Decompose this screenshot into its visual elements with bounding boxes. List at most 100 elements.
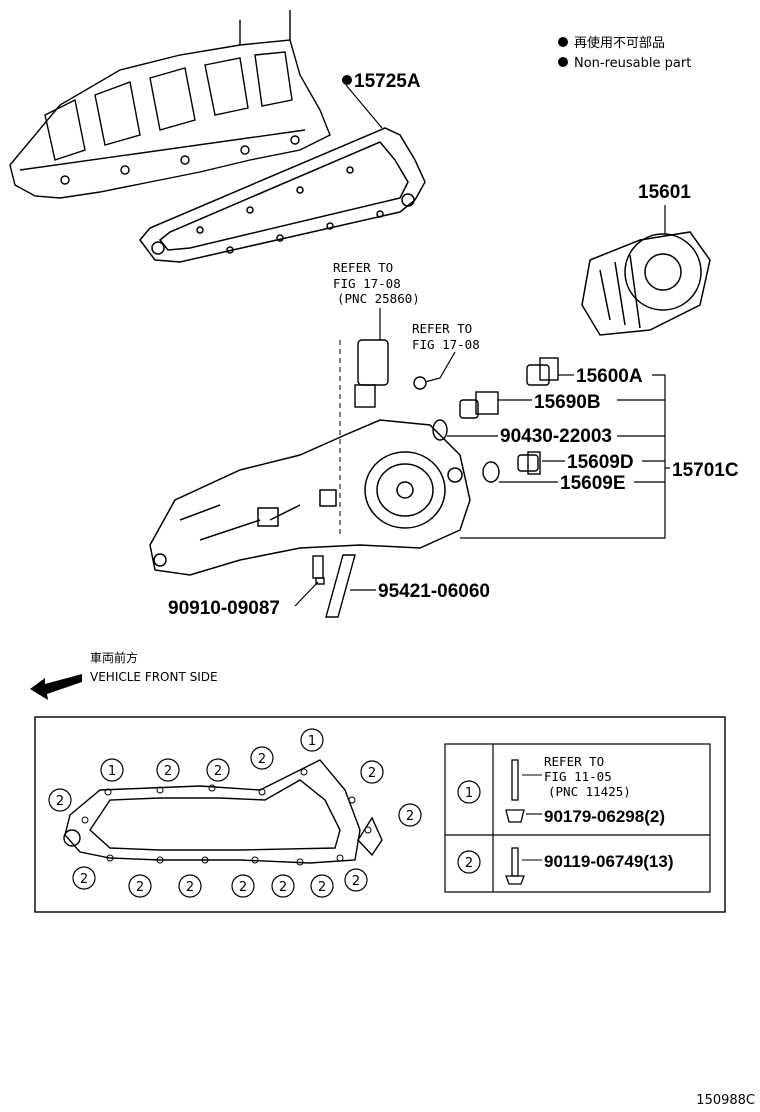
part-label-15725a: 15725A <box>354 71 421 92</box>
bolt-position-circle <box>48 788 72 812</box>
bolt-position-key: 2 <box>80 872 88 887</box>
sensor-15600a-drawing <box>526 357 559 386</box>
assembly-bracket-lines <box>460 374 670 539</box>
bolt-hole-dot <box>156 856 164 864</box>
row-key-2: 2 <box>465 856 473 871</box>
bolt-position-key: 2 <box>406 809 414 824</box>
gasket-15725a-drawing <box>139 127 426 263</box>
bolt-table <box>444 743 711 893</box>
plug-15609d-drawing <box>517 451 541 475</box>
row-key-circle <box>457 780 481 804</box>
bolt-position-key: 2 <box>56 794 64 809</box>
ref-note-3-line2: FIG 11-05 <box>544 769 612 784</box>
bolt-hole-dot <box>336 854 344 862</box>
ref-note-1-line3: (PNC 25860) <box>337 291 420 306</box>
bolt-hole-dot <box>201 856 209 864</box>
bolt-position-circle <box>300 728 324 752</box>
part-label-15609e: 15609E <box>560 473 626 494</box>
bolt-location-panel <box>34 716 726 913</box>
bolt-position-circle <box>398 803 422 827</box>
direction-jp: 車両前方 <box>90 650 138 665</box>
ref-note-3-line1: REFER TO <box>544 754 604 769</box>
leader-line <box>345 84 383 129</box>
ref-note-2-line1: REFER TO <box>412 321 472 336</box>
bolt-position-circle <box>231 874 255 898</box>
legend-en: Non-reusable part <box>574 56 691 71</box>
row-key-circle <box>457 850 481 874</box>
bolt-position-circle <box>128 874 152 898</box>
bolt-hole-dot <box>296 858 304 866</box>
bolt-hole-dot <box>156 786 164 794</box>
bolt-position-key: 2 <box>258 752 266 767</box>
stud-drawing <box>312 555 325 585</box>
bolt-drawing <box>505 759 525 885</box>
part-label-15690b: 15690B <box>534 392 601 413</box>
bolt-position-key: 2 <box>186 880 194 895</box>
bolt-position-circle <box>250 746 274 770</box>
ref-note-1-line2: FIG 17-08 <box>333 276 401 291</box>
bolt-position-circle <box>156 758 180 782</box>
leader-line <box>294 581 319 607</box>
bolt-hole-dot <box>251 856 259 864</box>
leader-line <box>424 351 456 383</box>
bolt-position-key: 2 <box>214 764 222 779</box>
bolt-position-circle <box>271 874 295 898</box>
figure-id: 150988C <box>696 1093 755 1108</box>
bolt-position-key: 2 <box>352 874 360 889</box>
bolt-hole-dot <box>81 816 89 824</box>
bolt-hole-dot <box>106 854 114 862</box>
row-part-1: 90179-06298(2) <box>544 807 665 826</box>
bolt-position-key: 2 <box>368 766 376 781</box>
front-arrow-icon <box>30 674 82 700</box>
bolt-hole-dot <box>300 768 308 776</box>
bolt-hole-dot <box>104 788 112 796</box>
non-reusable-bullet-icon <box>558 57 568 67</box>
bolt-position-key: 1 <box>308 734 316 749</box>
row-key-1: 1 <box>465 786 473 801</box>
bolt-hole-dot <box>348 796 356 804</box>
ref-note-1-line1: REFER TO <box>333 260 393 275</box>
direction-en: VEHICLE FRONT SIDE <box>90 670 218 684</box>
gasket-ring-drawing <box>482 461 500 483</box>
bolt-position-key: 2 <box>136 880 144 895</box>
bolt-position-circle <box>344 868 368 892</box>
bolt-position-key: 1 <box>108 764 116 779</box>
bolt-position-markers: 1 2 2 2 1 2 2 2 2 2 2 2 2 2 2 <box>48 728 422 898</box>
switch-15690b-drawing <box>459 391 499 419</box>
bolt-position-circle <box>72 866 96 890</box>
bolt-position-circle <box>100 758 124 782</box>
ref-note-2-line2: FIG 17-08 <box>412 337 480 352</box>
pipe-drawing <box>325 554 356 618</box>
bolt-position-key: 2 <box>164 764 172 779</box>
oil-filter-drawing <box>581 231 711 336</box>
part-label-90910-09087: 90910-09087 <box>168 598 280 619</box>
gasket-ring-drawing <box>432 419 448 441</box>
gasket-bolt-layout-drawing <box>63 759 383 864</box>
oil-filter-bracket-drawing <box>149 419 471 576</box>
part-label-15701c: 15701C <box>672 460 739 481</box>
bolt-position-circle <box>360 760 384 784</box>
bolt-position-circle <box>310 874 334 898</box>
bolt-position-key: 2 <box>239 880 247 895</box>
part-label-15601: 15601 <box>638 182 691 203</box>
bolt-hole-dot <box>258 788 266 796</box>
legend-jp: 再使用不可部品 <box>574 35 665 51</box>
row-part-2: 90119-06749(13) <box>544 852 674 871</box>
part-label-95421-06060: 95421-06060 <box>378 581 490 602</box>
bolt-hole-dot <box>364 826 372 834</box>
non-reusable-bullet-icon <box>342 75 352 85</box>
bolt-hole-dot <box>208 784 216 792</box>
part-label-15600a: 15600A <box>576 366 643 387</box>
ref-note-3-line3: (PNC 11425) <box>548 784 631 799</box>
part-label-90430-22003: 90430-22003 <box>500 426 612 447</box>
sensor-drawing <box>354 339 389 408</box>
bolt-position-key: 2 <box>279 880 287 895</box>
non-reusable-bullet-icon <box>558 37 568 47</box>
bolt-position-key: 2 <box>318 880 326 895</box>
engine-block-drawing <box>9 10 331 199</box>
legend: 再使用不可部品 Non-reusable part <box>558 35 691 71</box>
part-label-15609d: 15609D <box>567 452 634 473</box>
bolt-position-circle <box>178 874 202 898</box>
bolt-drawing <box>413 376 427 390</box>
